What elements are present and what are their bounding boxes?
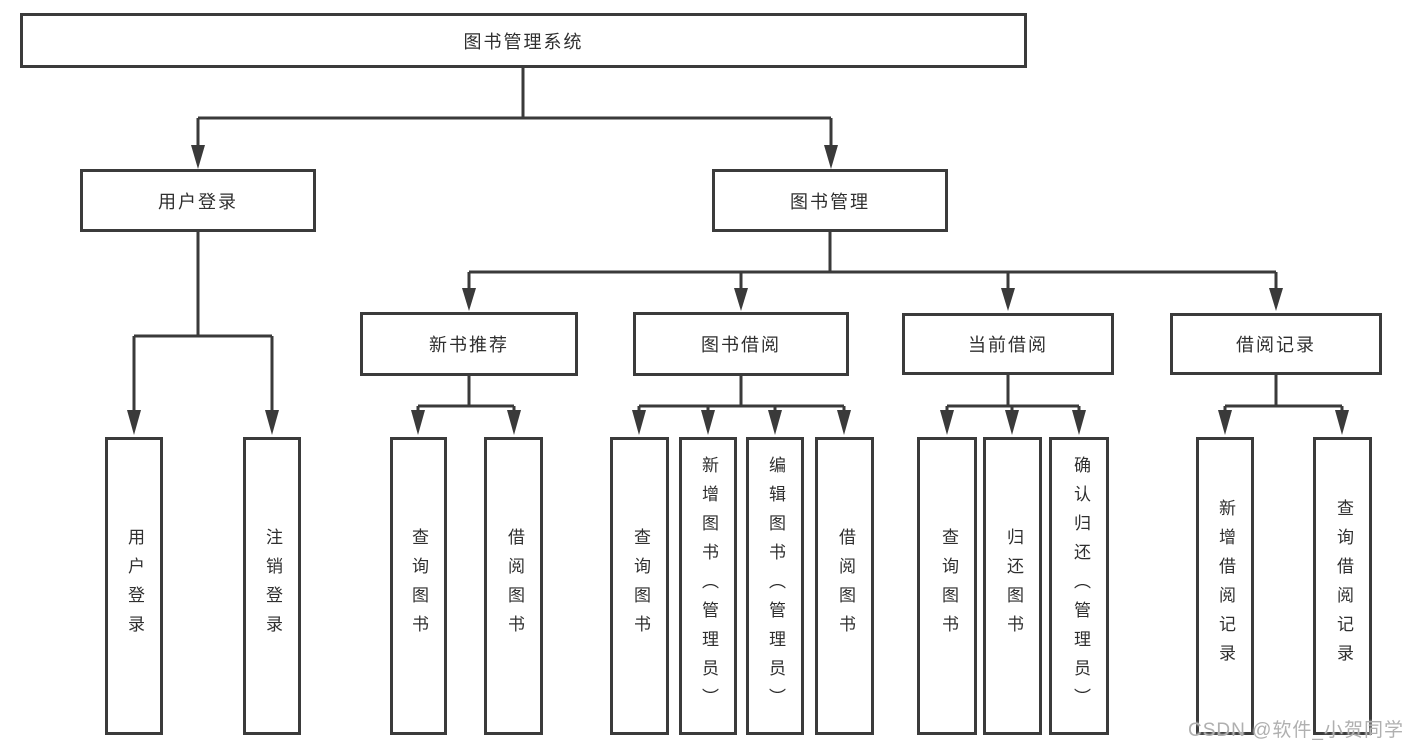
leaf-edit-book-admin: 编辑图书（管理员） (746, 437, 804, 735)
leaf-logout: 注销登录 (243, 437, 301, 735)
leaf-add-borrow-record: 新增借阅记录 (1196, 437, 1254, 735)
node-user-login: 用户登录 (80, 169, 316, 232)
leaf-add-book-admin: 新增图书（管理员） (679, 437, 737, 735)
leaf-query-books-recommend: 查询图书 (390, 437, 447, 735)
node-new-book-recommendation: 新书推荐 (360, 312, 578, 376)
arrowheads (127, 145, 1349, 435)
node-current-borrowing: 当前借阅 (902, 313, 1114, 375)
leaf-query-books-current: 查询图书 (917, 437, 977, 735)
node-book-management: 图书管理 (712, 169, 948, 232)
leaf-query-books-borrowing: 查询图书 (610, 437, 669, 735)
leaf-return-books: 归还图书 (983, 437, 1042, 735)
node-borrowing-records: 借阅记录 (1170, 313, 1382, 375)
leaf-query-borrow-record: 查询借阅记录 (1313, 437, 1372, 735)
leaf-user-login: 用户登录 (105, 437, 163, 735)
leaf-confirm-return-admin: 确认归还（管理员） (1049, 437, 1109, 735)
node-library-management-system: 图书管理系统 (20, 13, 1027, 68)
leaf-borrow-books-borrowing: 借阅图书 (815, 437, 874, 735)
leaf-borrow-books-recommend: 借阅图书 (484, 437, 543, 735)
csdn-watermark: CSDN @软件_小贺同学 (1188, 720, 1404, 741)
node-book-borrowing: 图书借阅 (633, 312, 849, 376)
